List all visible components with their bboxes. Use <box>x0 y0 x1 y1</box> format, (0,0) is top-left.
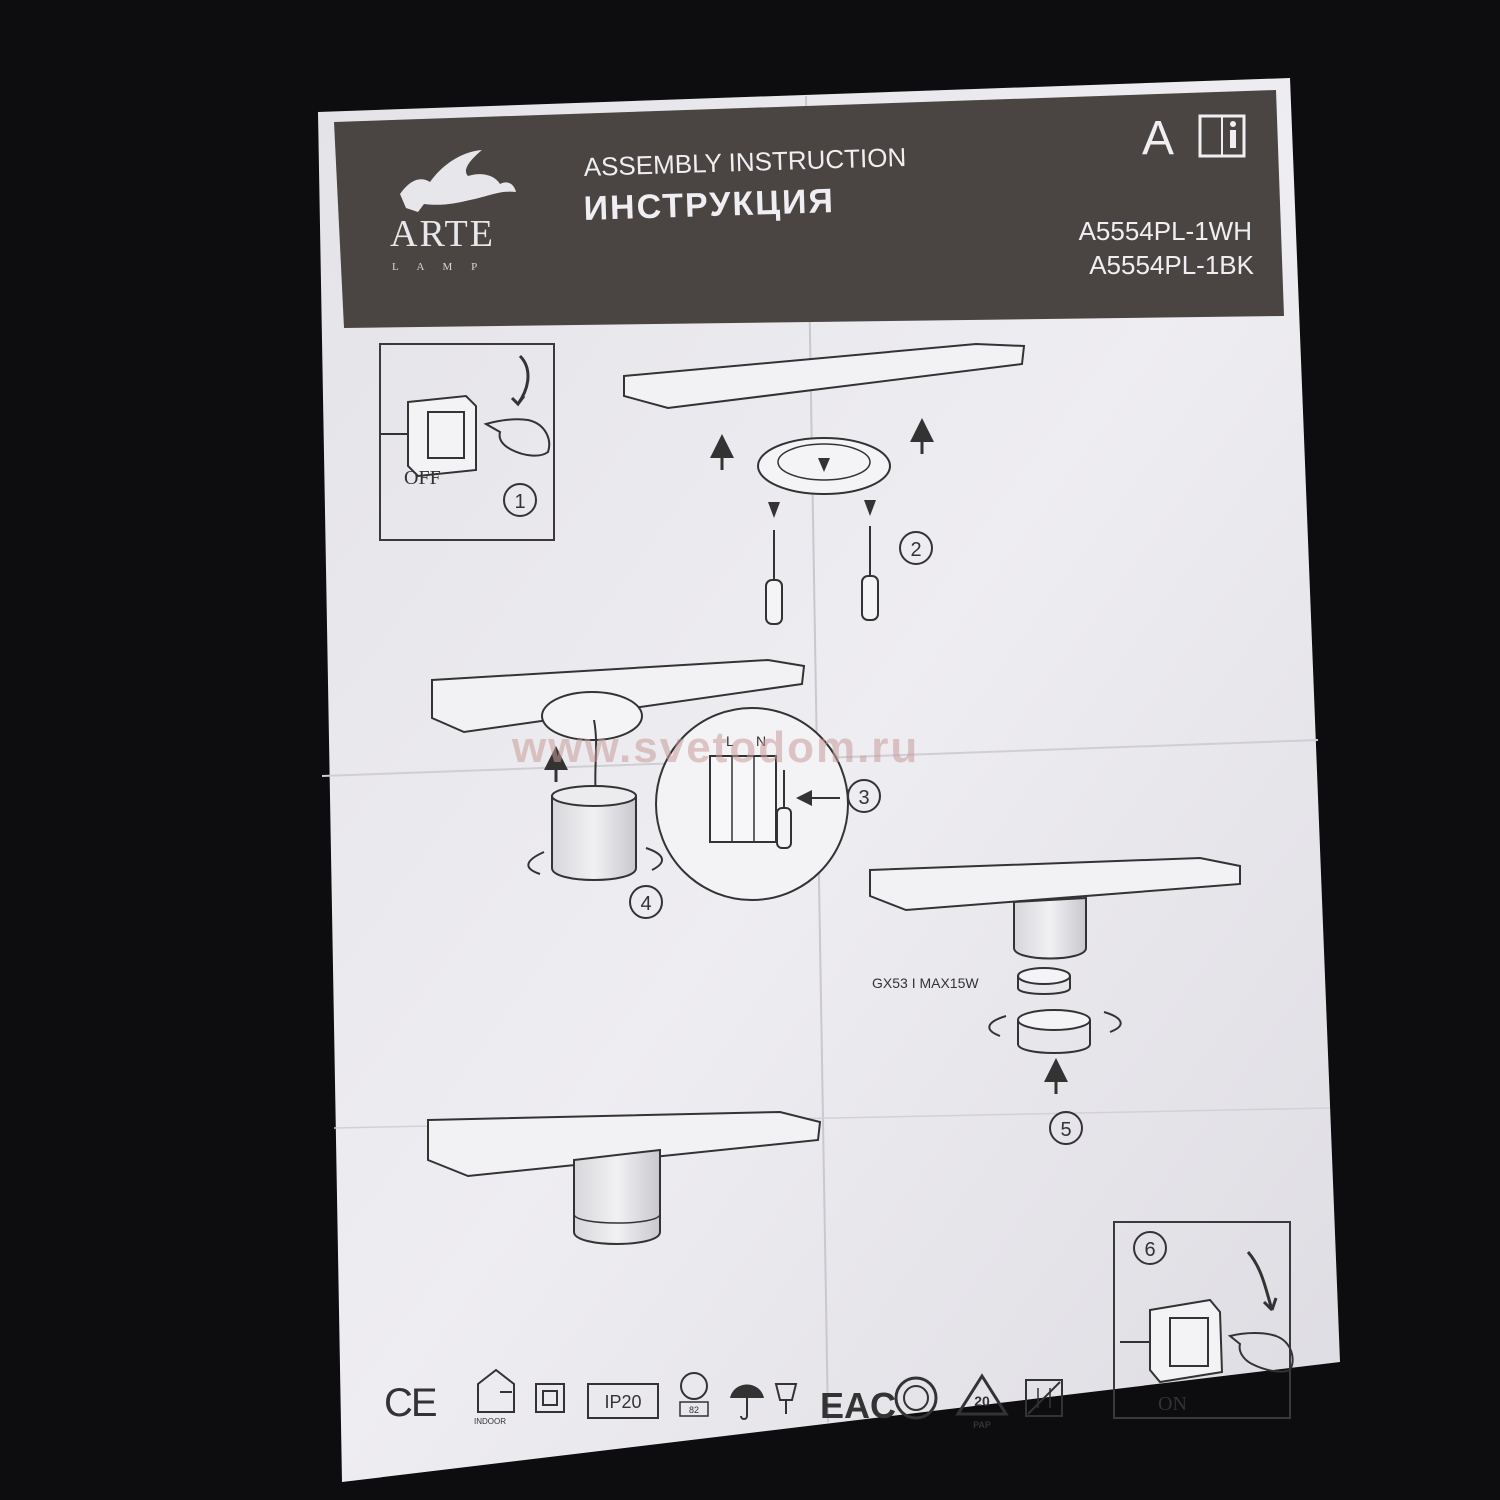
model-number-bk: A5554PL-1BK <box>1089 250 1254 280</box>
switch-box-icon <box>407 394 477 478</box>
step-2-diagram: 2 <box>623 342 1026 625</box>
ce-mark: CE <box>384 1381 436 1425</box>
recycle-triangle-icon <box>955 1373 1009 1416</box>
step-3-4-diagram: 4 L N 3 <box>431 658 881 919</box>
brand-subtitle: L A M P <box>392 261 485 273</box>
watermark: www.svetodom.ru <box>511 723 919 772</box>
switch-on-arrow-icon <box>1246 1251 1278 1312</box>
screwdriver-icon <box>861 526 879 621</box>
keep-dry-umbrella-icon <box>730 1384 764 1420</box>
final-assembled-diagram <box>427 1110 822 1245</box>
terminal-label-N: N <box>756 733 766 749</box>
cert-circle-icon <box>894 1376 938 1420</box>
step-4-number: 4 <box>640 893 651 915</box>
step-6-label: ON <box>1158 1393 1187 1415</box>
lamp-body-installed <box>1013 896 1087 960</box>
step-6-number: 6 <box>1144 1239 1155 1261</box>
step-3-number: 3 <box>858 787 869 809</box>
rotate-arrow-icon <box>1103 1011 1122 1033</box>
step-5-number: 5 <box>1060 1119 1071 1141</box>
certification-marks: CE INDOOR IP20 82 EAC 20 <box>384 1368 1063 1430</box>
step-1-number: 1 <box>514 491 525 513</box>
screwdriver-icon <box>765 530 783 625</box>
step-5-diagram: GX53 I MAX15W 5 <box>869 856 1241 1145</box>
step-6-panel: 6 ON <box>1113 1221 1294 1419</box>
lamp-spec: GX53 I MAX15W <box>872 975 979 991</box>
brand-name: ARTE <box>390 213 495 255</box>
rotate-arrow-icon <box>527 851 545 875</box>
hand-icon <box>483 418 551 457</box>
hand-icon <box>1227 1332 1294 1373</box>
step-1-number-circle <box>503 483 537 517</box>
arte-lamp-logo: ARTE L A M P <box>390 150 516 273</box>
lamp-final <box>573 1148 661 1245</box>
screw-icon <box>818 458 830 472</box>
class-ii-icon <box>535 1383 565 1413</box>
class-letter: A <box>1142 112 1174 165</box>
eac-mark: EAC <box>820 1385 896 1426</box>
rotate-arrow-icon <box>645 847 663 871</box>
fragile-glass-icon <box>774 1383 798 1414</box>
ip-rating: IP20 <box>604 1392 641 1412</box>
screwdriver-icon <box>776 770 792 849</box>
ip-rating-box <box>587 1383 659 1419</box>
terminal-label-L: L <box>726 733 734 749</box>
step-2-number-circle <box>899 531 933 565</box>
step-6-number-circle <box>1133 1231 1167 1265</box>
gx53-bulb-icon <box>1017 967 1071 995</box>
step-3-number-circle <box>847 779 881 813</box>
step-1-panel: OFF 1 <box>379 343 555 541</box>
step-4-number-circle <box>629 885 663 919</box>
switch-box-icon <box>1149 1298 1224 1384</box>
screw-icon <box>768 502 780 518</box>
mounting-plate-installed <box>541 691 643 741</box>
recycle-number: 20 <box>974 1393 990 1409</box>
indoor-icon <box>477 1368 515 1413</box>
title-russian: ИНСТРУКЦИЯ <box>583 182 835 228</box>
model-number-wh: A5554PL-1WH <box>1079 216 1252 246</box>
screw-icon <box>864 500 876 516</box>
step-5-number-circle <box>1049 1111 1083 1145</box>
step-1-label: OFF <box>404 467 441 489</box>
griffin-logo-icon <box>400 150 516 212</box>
book-info-icon <box>1198 114 1246 158</box>
ceiling-slab-5 <box>869 856 1241 912</box>
cert-82-label: 82 <box>689 1405 699 1415</box>
ceiling-slab-2 <box>623 342 1026 410</box>
ceiling-slab-final <box>427 1110 822 1178</box>
no-food-contact-icon <box>1025 1379 1063 1417</box>
indoor-label: INDOOR <box>474 1417 506 1426</box>
step-2-number: 2 <box>910 539 921 561</box>
terminal-block-icon <box>709 755 777 843</box>
cert-82-icon <box>679 1372 709 1417</box>
rotate-arrow-icon <box>988 1015 1007 1037</box>
lamp-ring-icon <box>1017 1009 1091 1054</box>
switch-off-arrow-icon <box>510 354 530 407</box>
lamp-body-cylinder <box>551 785 637 881</box>
header-band <box>334 90 1284 328</box>
recycle-label: PAP <box>973 1420 991 1430</box>
